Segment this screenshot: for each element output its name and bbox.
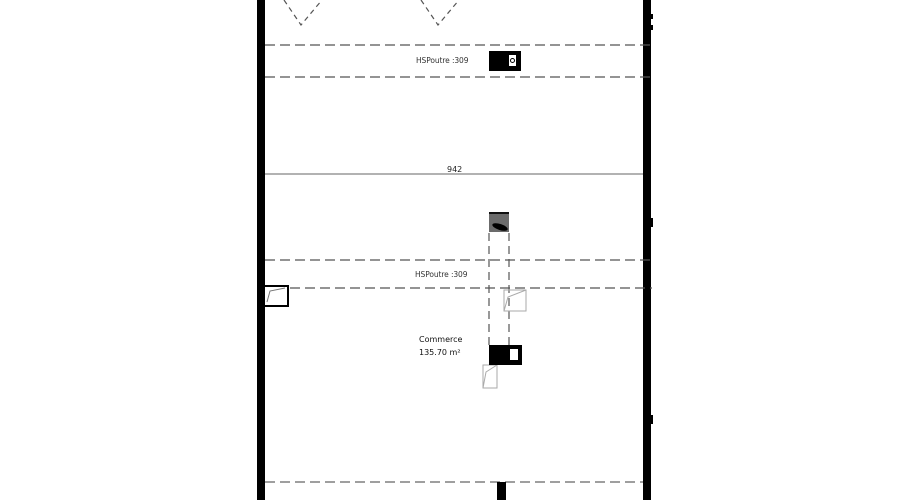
skylight-outline-icon: [283, 0, 460, 26]
room-area: 135.70 m²: [419, 348, 461, 357]
left-wall-opening: [263, 285, 289, 307]
dimension-label: 942: [447, 165, 463, 174]
beam-1-lines: [265, 44, 652, 78]
beam-label-2: HSPoutre :309: [415, 270, 468, 279]
left-wall: [257, 0, 265, 500]
beam-1-column: [489, 51, 521, 71]
partition-wall: [497, 482, 506, 500]
right-wall-ticks: [651, 14, 653, 424]
beam-label-1: HSPoutre :309: [416, 56, 469, 65]
lower-column: [489, 345, 522, 365]
right-wall: [643, 0, 651, 500]
room-name: Commerce: [419, 335, 463, 344]
shaft-top: [489, 212, 509, 232]
beam-2-lines: [265, 259, 652, 289]
